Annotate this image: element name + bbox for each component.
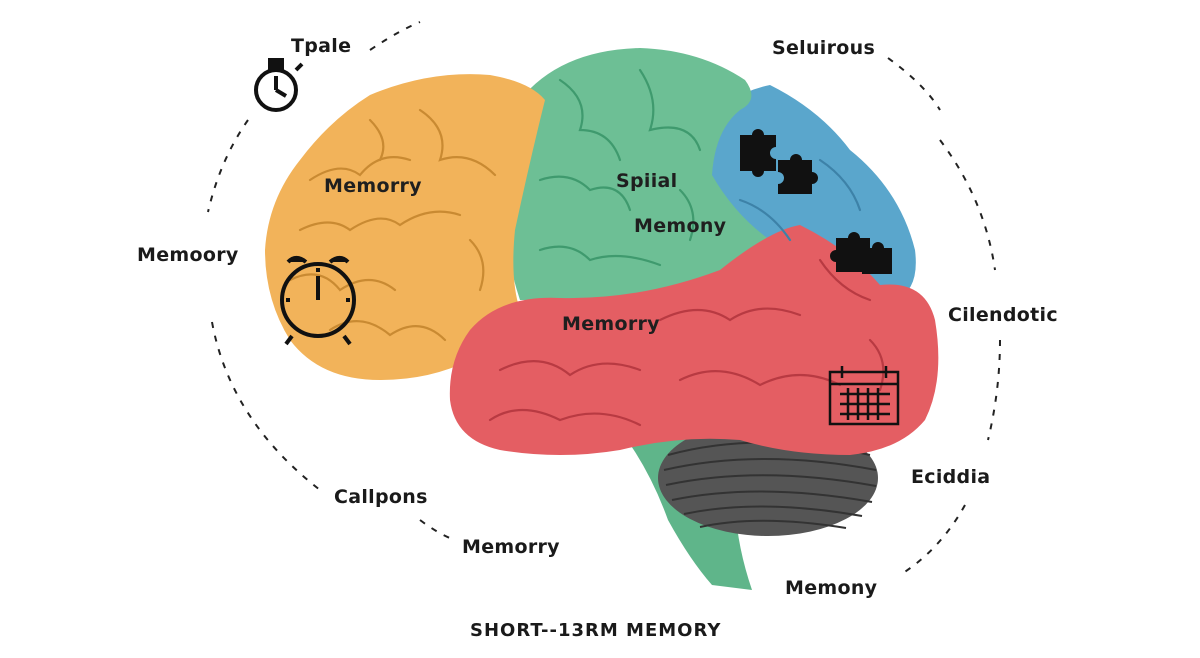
label-right-lower: Eciddia [911, 466, 991, 488]
label-top-right: Seluirous [772, 37, 876, 59]
calendar-icon [828, 366, 900, 426]
caption: SHORT--13RM MEMORY [470, 620, 722, 641]
label-right-upper: Cilendotic [948, 304, 1058, 326]
region-label-temporal: Memorry [562, 313, 660, 335]
label-top-left: Tpale [291, 35, 352, 57]
region-label-parietal-1: Spiial [616, 170, 678, 192]
alarm-clock-icon [280, 256, 356, 346]
parietal-lobe [504, 48, 778, 300]
label-bottom-left-lower: Memorry [462, 536, 560, 558]
frontal-lobe [265, 74, 545, 380]
label-bottom-left: Callpons [334, 486, 428, 508]
puzzle-piece-icon [830, 232, 892, 274]
puzzle-piece-icon [740, 129, 818, 194]
stopwatch-icon [254, 58, 304, 112]
label-bottom-right: Memony [785, 577, 878, 599]
temporal-lobe [449, 225, 939, 455]
region-label-frontal: Memorry [324, 175, 422, 197]
region-label-parietal-2: Memony [634, 215, 727, 237]
label-left: Memoory [137, 244, 239, 266]
dashed-orbit [207, 21, 1001, 576]
